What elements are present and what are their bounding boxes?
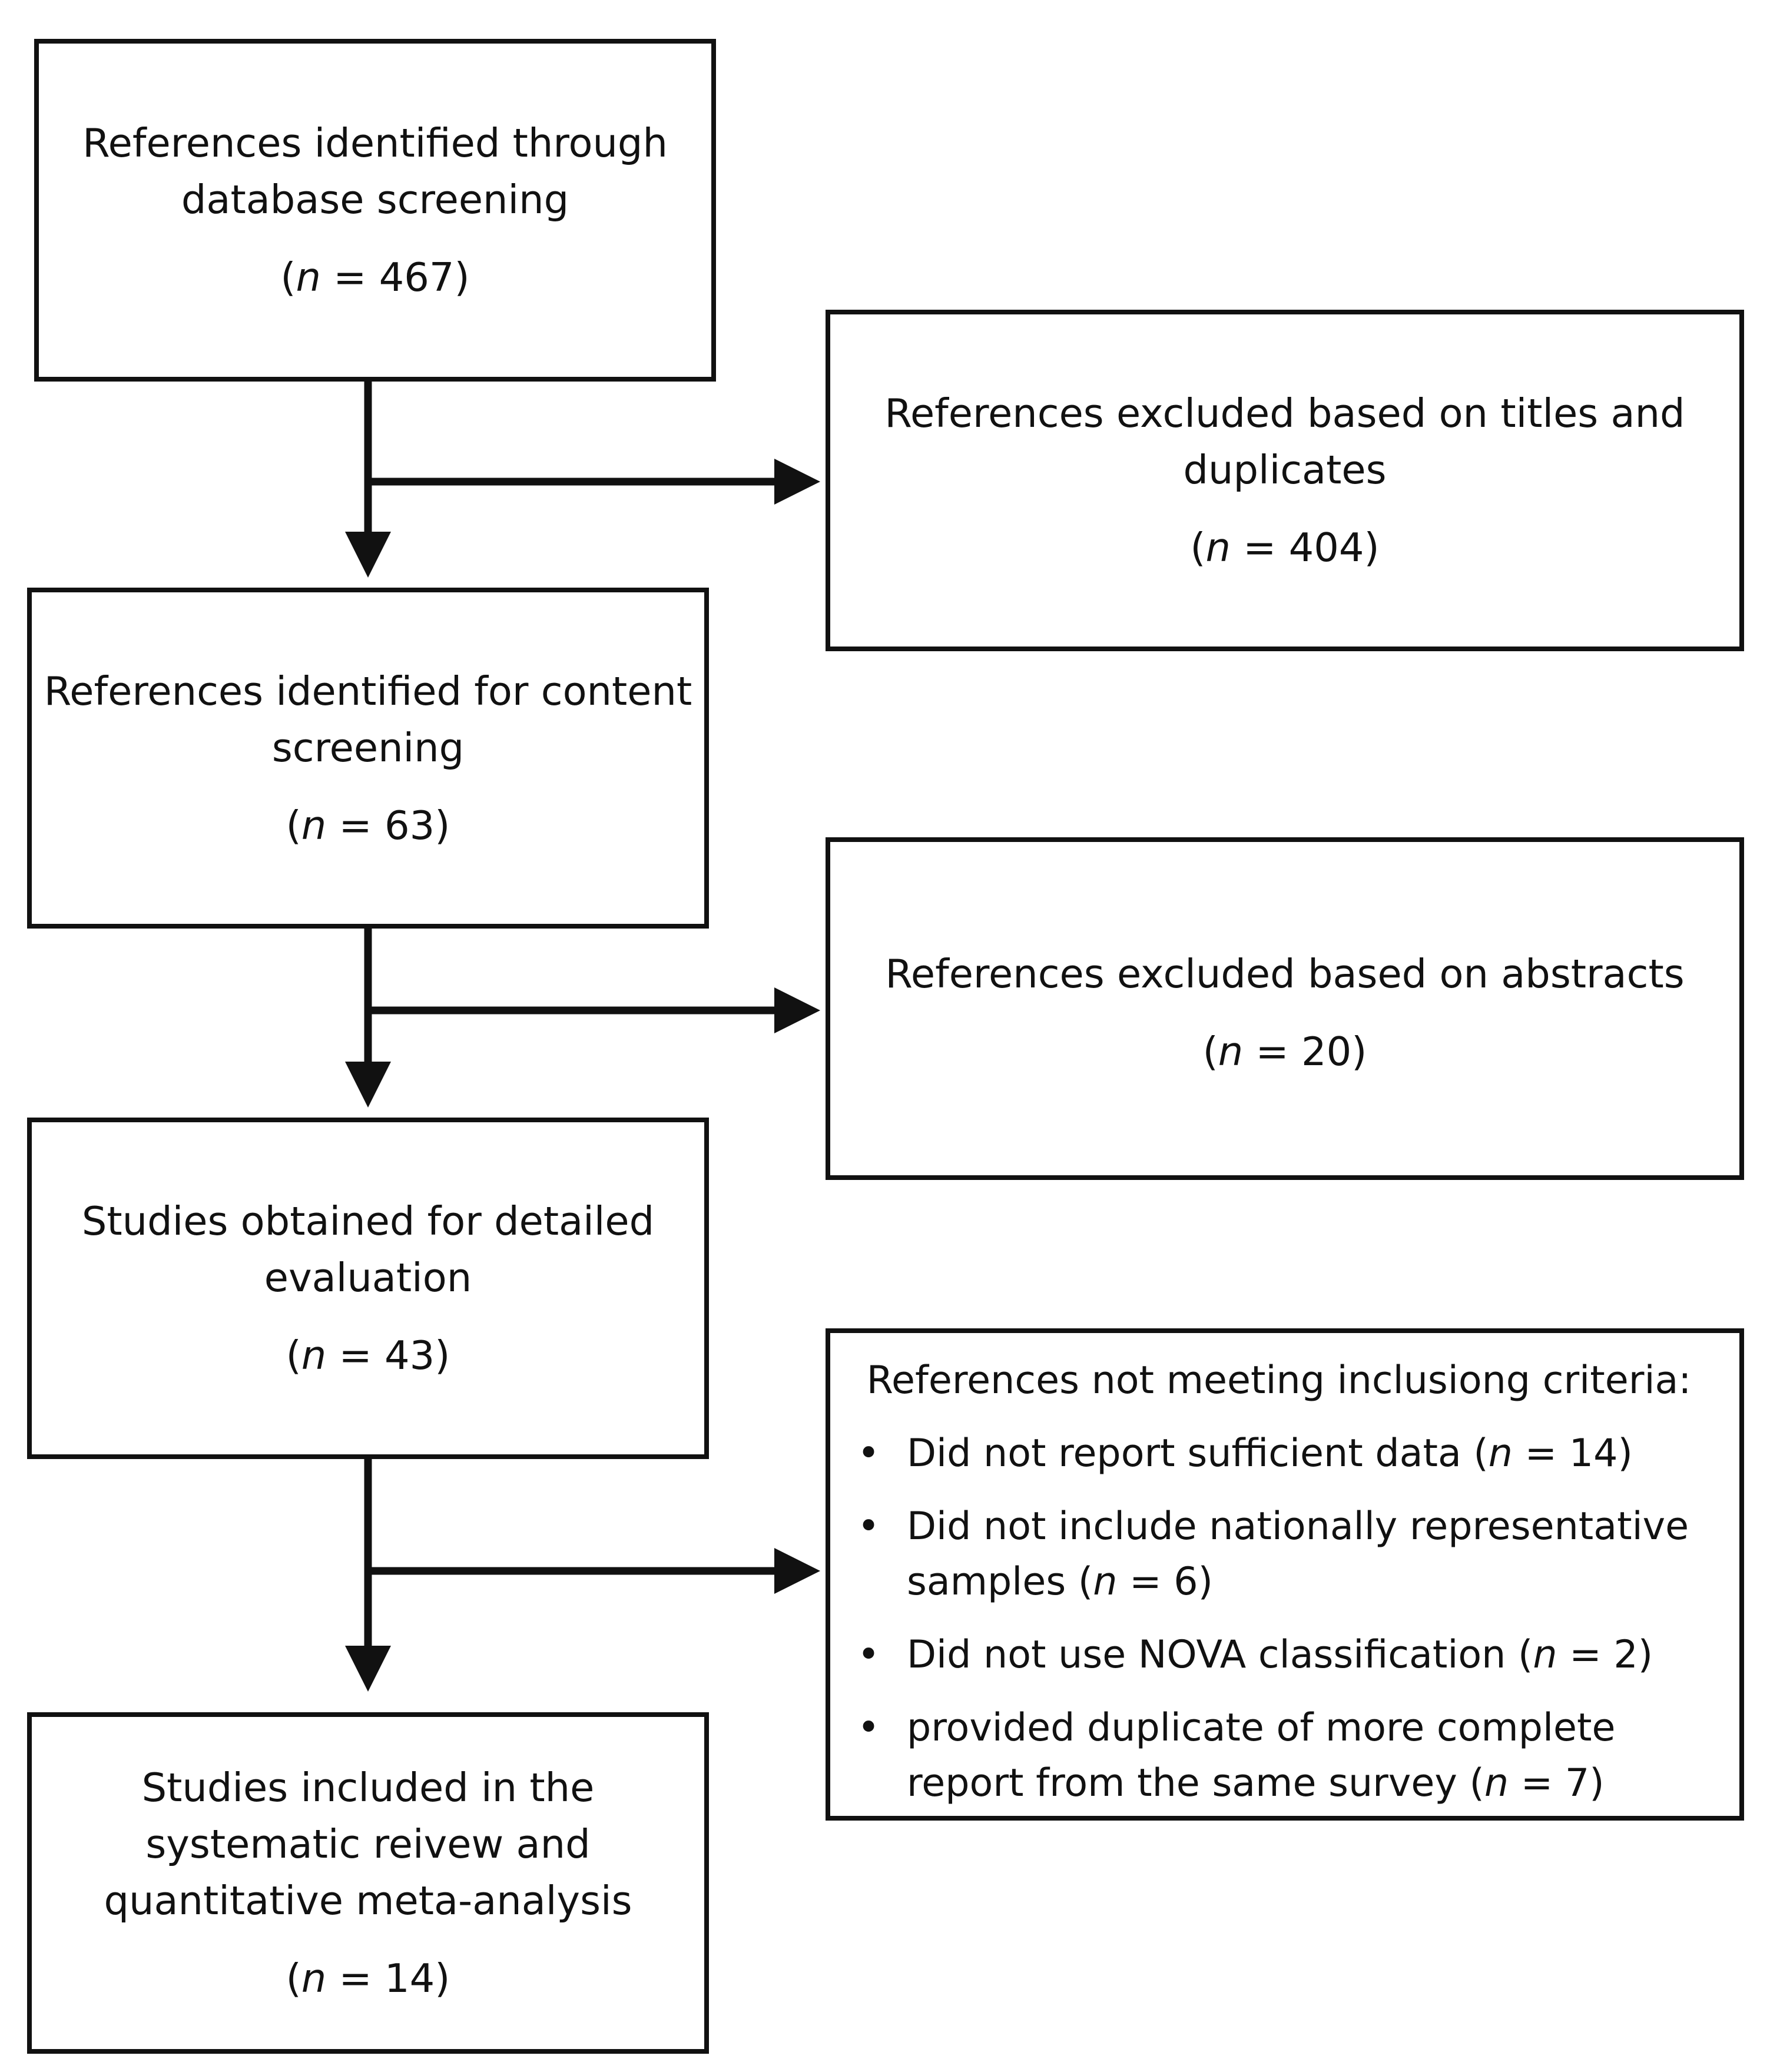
list-item-text: Did not report sufficient data (n = 14) xyxy=(907,1426,1728,1481)
detailed-evaluation-count: (n = 43) xyxy=(286,1332,450,1378)
list-item-text: provided duplicate of more complete repo… xyxy=(907,1700,1728,1811)
bullet-icon: • xyxy=(857,1431,880,1476)
item4-text: provided duplicate of more complete repo… xyxy=(907,1706,1616,1805)
bullet-icon: • xyxy=(857,1504,880,1549)
item3-n-value: = 2) xyxy=(1557,1633,1653,1677)
box-included: Studies included in the systematic reive… xyxy=(27,1712,709,2054)
content-screening-n-value: = 63 xyxy=(326,802,435,848)
item2-text: Did not include nationally representativ… xyxy=(907,1504,1689,1604)
item3-text: Did not use NOVA classification ( xyxy=(907,1633,1533,1677)
bullet-icon: • xyxy=(857,1706,880,1750)
excluded-titles-count: (n = 404) xyxy=(1190,525,1380,571)
list-item-text: Did not include nationally representativ… xyxy=(907,1499,1728,1610)
list-item: • Did not report sufficient data (n = 14… xyxy=(830,1426,1728,1481)
included-n: n xyxy=(301,1955,327,2001)
identified-n-value: = 467 xyxy=(320,254,455,300)
item1-text: Did not report sufficient data ( xyxy=(907,1431,1489,1476)
identified-n: n xyxy=(296,254,321,300)
included-n-value: = 14 xyxy=(326,1955,435,2001)
included-count: (n = 14) xyxy=(286,1955,450,2001)
content-screening-count: (n = 63) xyxy=(286,802,450,848)
box-not-meeting-criteria: References not meeting inclusiong criter… xyxy=(826,1328,1744,1821)
item2-n-value: = 6) xyxy=(1117,1560,1213,1604)
list-item: • provided duplicate of more complete re… xyxy=(830,1700,1728,1811)
list-item-text: Did not use NOVA classification (n = 2) xyxy=(907,1627,1728,1683)
item1-n-value: = 14) xyxy=(1513,1431,1633,1476)
excluded-titles-line1: References excluded based on titles and xyxy=(884,390,1685,436)
list-item: • Did not use NOVA classification (n = 2… xyxy=(830,1627,1728,1683)
included-line1: Studies included in the xyxy=(141,1765,595,1811)
detailed-evaluation-n: n xyxy=(301,1332,327,1378)
bullet-icon: • xyxy=(857,1633,880,1677)
content-screening-n: n xyxy=(301,802,327,848)
box-identified: References identified through database s… xyxy=(34,39,716,382)
box-detailed-evaluation: Studies obtained for detailed evaluation… xyxy=(27,1118,709,1459)
identified-line1: References identified through xyxy=(82,120,668,166)
identified-line2: database screening xyxy=(181,177,569,223)
item3-n: n xyxy=(1533,1633,1557,1677)
excluded-titles-line2: duplicates xyxy=(1183,447,1387,493)
detailed-evaluation-n-value: = 43 xyxy=(326,1332,435,1378)
not-meeting-title: References not meeting inclusiong criter… xyxy=(866,1358,1692,1403)
excluded-abstracts-n-value: = 20 xyxy=(1243,1029,1352,1075)
item2-n: n xyxy=(1093,1560,1118,1604)
content-screening-line1: References identified for content xyxy=(44,668,692,714)
included-line3: quantitative meta-analysis xyxy=(104,1878,632,1924)
excluded-abstracts-count: (n = 20) xyxy=(1202,1029,1367,1075)
content-screening-line2: screening xyxy=(271,724,465,771)
box-excluded-abstracts: References excluded based on abstracts (… xyxy=(826,837,1744,1180)
item4-n: n xyxy=(1484,1761,1509,1805)
included-line2: systematic reivew and xyxy=(145,1821,591,1867)
detailed-evaluation-line1: Studies obtained for detailed xyxy=(81,1198,655,1244)
excluded-abstracts-n: n xyxy=(1218,1029,1244,1075)
excluded-titles-n: n xyxy=(1205,525,1231,571)
item4-n-value: = 7) xyxy=(1509,1761,1605,1805)
excluded-abstracts-line1: References excluded based on abstracts xyxy=(885,951,1685,997)
box-content-screening: References identified for content screen… xyxy=(27,588,709,929)
excluded-titles-n-value: = 404 xyxy=(1230,525,1364,571)
identified-count: (n = 467) xyxy=(280,254,470,300)
item1-n: n xyxy=(1488,1431,1513,1476)
detailed-evaluation-line2: evaluation xyxy=(264,1255,472,1301)
list-item: • Did not include nationally representat… xyxy=(830,1499,1728,1610)
box-excluded-titles: References excluded based on titles and … xyxy=(826,310,1744,651)
